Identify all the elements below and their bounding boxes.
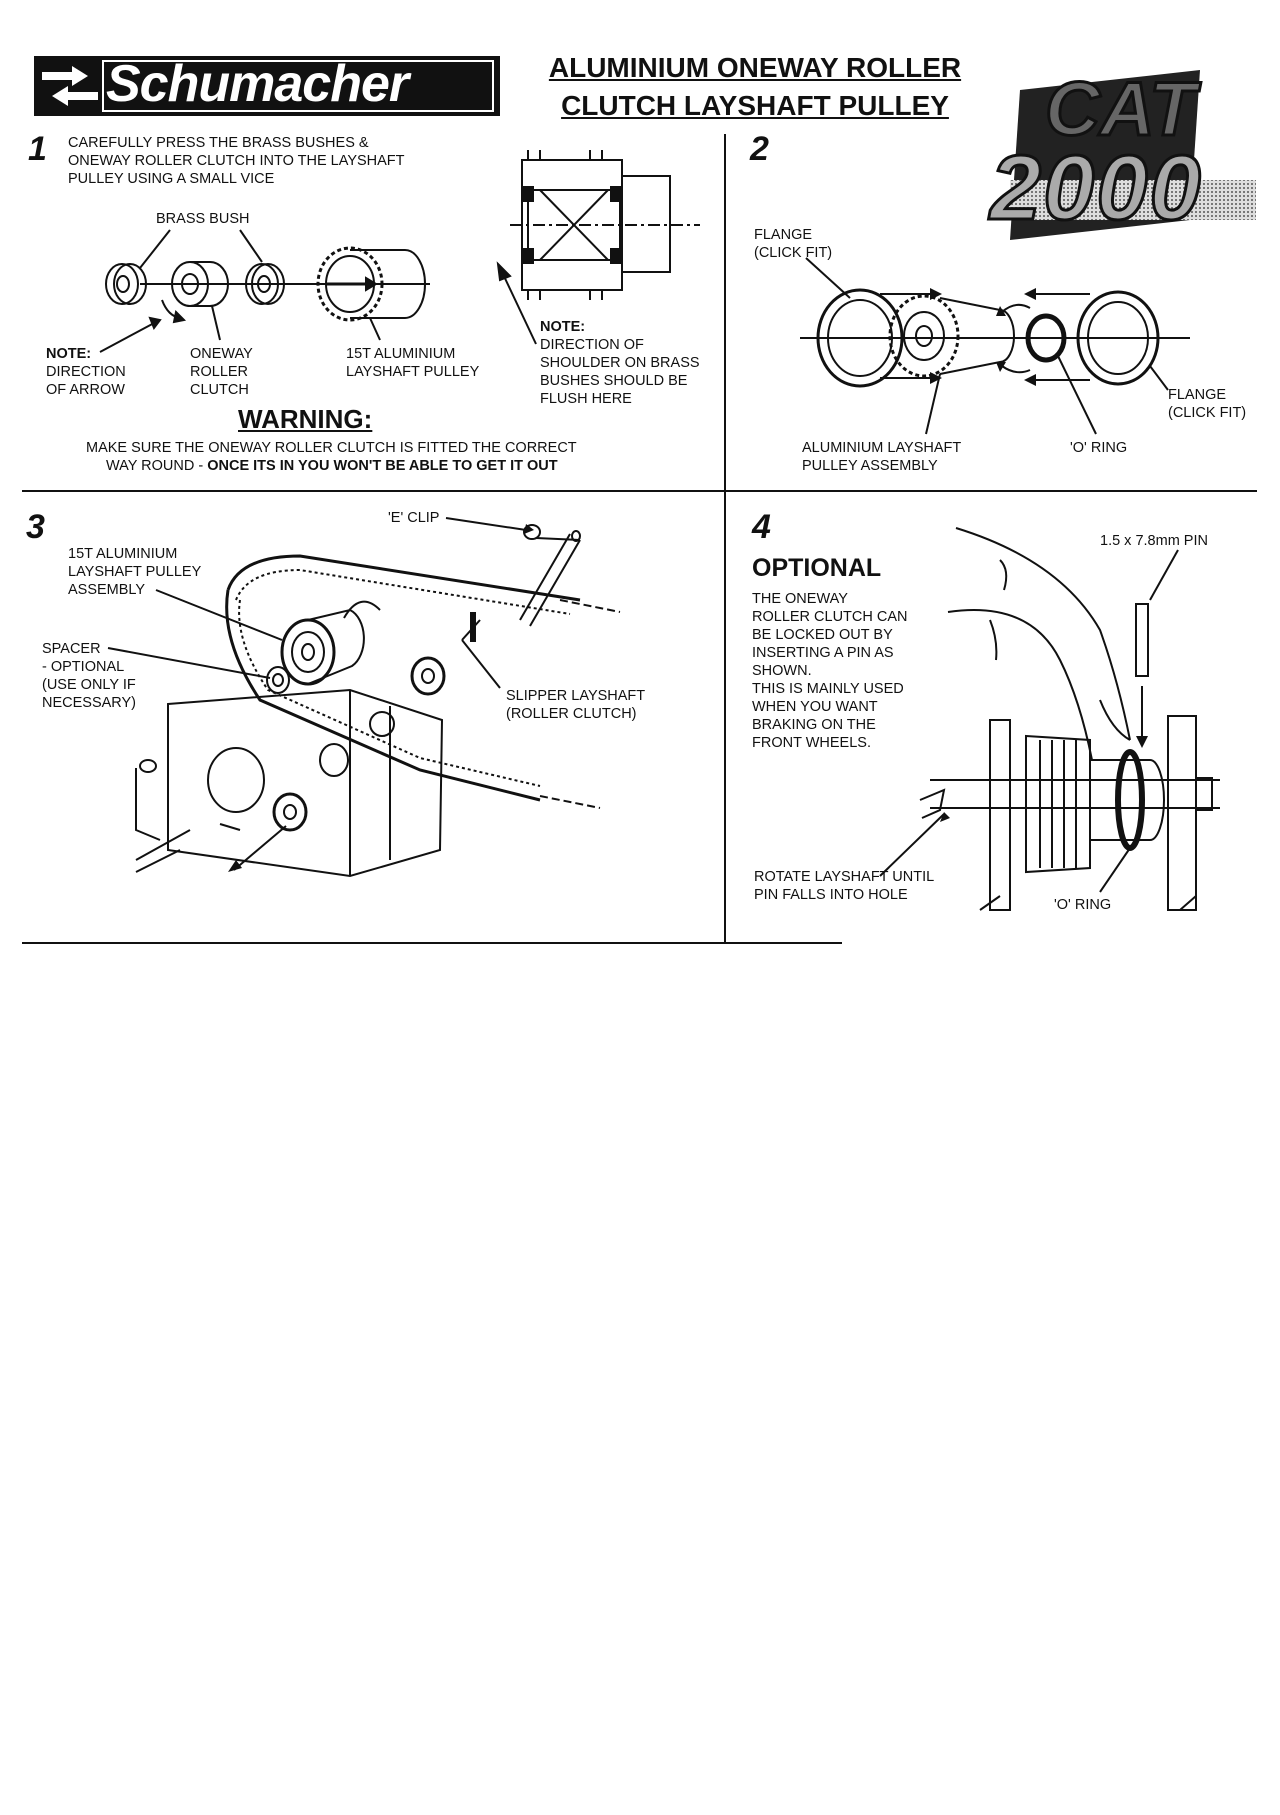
title-line-1: ALUMINIUM ONEWAY ROLLER xyxy=(548,52,962,83)
rotate-label-1: ROTATE LAYSHAFT UNTIL xyxy=(754,869,935,885)
step-4-body-9: FRONT WHEELS. xyxy=(752,735,871,751)
cat-logo-text: CAT xyxy=(1044,66,1198,154)
arrows-logo-icon xyxy=(42,66,98,106)
step-2-diagram xyxy=(800,257,1190,435)
pin-label: 1.5 x 7.8mm PIN xyxy=(1100,533,1208,549)
warning-line-1: MAKE SURE THE ONEWAY ROLLER CLUTCH IS FI… xyxy=(86,440,577,456)
flange-right-label-1: FLANGE xyxy=(1168,387,1227,403)
step-1-note2-4: FLUSH HERE xyxy=(540,391,632,407)
step-1-instruction-3: PULLEY USING A SMALL VICE xyxy=(68,171,275,187)
spacer-label-4: NECESSARY) xyxy=(42,695,137,711)
o-ring-label-4: 'O' RING xyxy=(1054,897,1112,913)
step-4-diagram xyxy=(879,527,1220,911)
spacer-label-3: (USE ONLY IF xyxy=(42,677,136,693)
pulley-assembly-label-2: LAYSHAFT PULLEY xyxy=(68,564,202,580)
pulley-label-1: 15T ALUMINIUM xyxy=(346,346,456,362)
step-1-note-title: NOTE: xyxy=(46,346,92,362)
step-4-body-3: BE LOCKED OUT BY xyxy=(752,627,893,643)
o-ring-label: 'O' RING xyxy=(1070,440,1128,456)
e-clip-label: 'E' CLIP xyxy=(388,510,440,526)
step-1-note2-2: SHOULDER ON BRASS xyxy=(540,355,700,371)
step-1-instruction-2: ONEWAY ROLLER CLUTCH INTO THE LAYSHAFT xyxy=(68,153,405,169)
divider-horizontal-2 xyxy=(22,942,842,944)
cat-2000-logo: CAT 2000 xyxy=(950,66,1256,256)
flange-right-label-2: (CLICK FIT) xyxy=(1168,405,1247,421)
warning-line-2: WAY ROUND - ONCE ITS IN YOU WON'T BE ABL… xyxy=(106,458,558,474)
step-4-body-8: BRAKING ON THE xyxy=(752,717,876,733)
oneway-label-2: ROLLER xyxy=(190,364,249,380)
brand-name: Schumacher xyxy=(106,55,409,113)
optional-heading: OPTIONAL xyxy=(752,554,882,582)
divider-horizontal-1 xyxy=(22,490,1257,492)
schumacher-logo: Schumacher xyxy=(34,55,500,116)
flange-left-label-1: FLANGE xyxy=(754,227,813,243)
step-4-body-6: THIS IS MAINLY USED xyxy=(752,681,904,697)
step-1-note-1: DIRECTION xyxy=(46,364,126,380)
step-1-note2-3: BUSHES SHOULD BE xyxy=(540,373,688,389)
oneway-label-3: CLUTCH xyxy=(190,382,249,398)
title-line-2: CLUTCH LAYSHAFT PULLEY xyxy=(561,90,949,121)
oneway-label-1: ONEWAY xyxy=(190,346,253,362)
step-1-number: 1 xyxy=(28,130,47,168)
step-1-instruction-1: CAREFULLY PRESS THE BRASS BUSHES & xyxy=(68,135,369,151)
spacer-label-2: - OPTIONAL xyxy=(42,659,125,675)
divider-vertical xyxy=(724,134,726,944)
step-4-body-1: THE ONEWAY xyxy=(752,591,848,607)
slipper-label-1: SLIPPER LAYSHAFT xyxy=(506,688,646,704)
flange-left-label-2: (CLICK FIT) xyxy=(754,245,833,261)
pulley-label-2: LAYSHAFT PULLEY xyxy=(346,364,480,380)
step-1-note-2: OF ARROW xyxy=(46,382,125,398)
warning-title: WARNING: xyxy=(238,404,373,434)
step-3-diagram xyxy=(107,517,621,878)
step-1-note2-1: DIRECTION OF xyxy=(540,337,644,353)
step-2-number: 2 xyxy=(750,130,769,168)
step-3-number: 3 xyxy=(26,508,45,546)
step-4-number: 4 xyxy=(752,508,771,546)
step-4-body-7: WHEN YOU WANT xyxy=(752,699,878,715)
step-1-diagram xyxy=(99,150,700,353)
slipper-label-2: (ROLLER CLUTCH) xyxy=(506,706,637,722)
brass-bush-label: BRASS BUSH xyxy=(156,211,250,227)
rotate-label-2: PIN FALLS INTO HOLE xyxy=(754,887,908,903)
assembly-label-2: PULLEY ASSEMBLY xyxy=(802,458,938,474)
cat-logo-year: 2000 xyxy=(989,136,1203,241)
pulley-assembly-label-3: ASSEMBLY xyxy=(68,582,146,598)
step-4-body-5: SHOWN. xyxy=(752,663,812,679)
step-1-note2-title: NOTE: xyxy=(540,319,586,335)
spacer-label-1: SPACER xyxy=(42,641,101,657)
assembly-label-1: ALUMINIUM LAYSHAFT xyxy=(802,440,962,456)
step-4-body-4: INSERTING A PIN AS xyxy=(752,645,894,661)
step-4-body-2: ROLLER CLUTCH CAN xyxy=(752,609,908,625)
pulley-assembly-label-1: 15T ALUMINIUM xyxy=(68,546,178,562)
